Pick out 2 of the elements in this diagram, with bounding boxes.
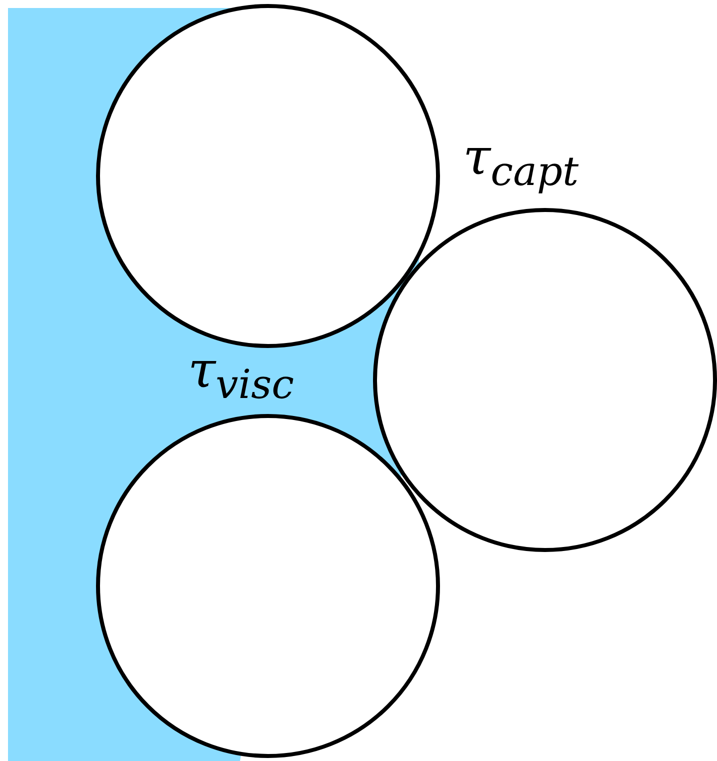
stress-symbol-label: τ$_{capt}$	[463, 132, 579, 192]
stress-symbol-label: τ$_{visc}$	[188, 345, 294, 405]
